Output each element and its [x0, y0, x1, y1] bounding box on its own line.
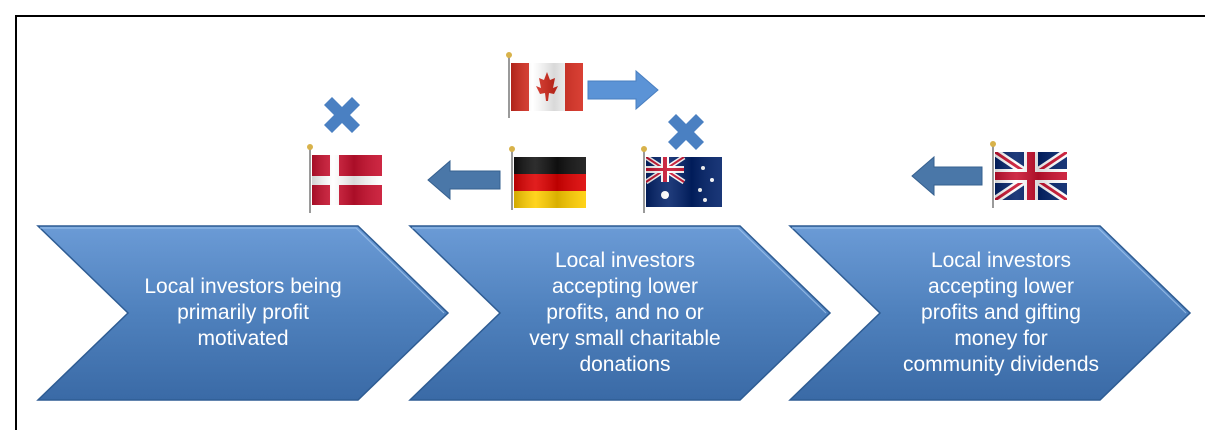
chevron-step-1 — [36, 225, 450, 401]
arrow-left-icon — [427, 159, 501, 201]
germany-flag-icon — [509, 146, 586, 210]
diagram-frame — [15, 15, 1205, 430]
uk-flag-icon — [990, 141, 1067, 208]
chevron-step-3 — [788, 225, 1192, 401]
chevron-step-2 — [408, 225, 832, 401]
australia-flag-icon — [641, 146, 722, 213]
canada-flag-icon — [506, 52, 583, 118]
x-mark-icon — [668, 114, 704, 150]
denmark-flag-icon — [307, 144, 382, 213]
arrow-left-icon — [911, 155, 983, 197]
chevron-step-1-label: Local investors being primarily profit m… — [144, 275, 342, 350]
chevron-step-3-label: Local investors accepting lower profits … — [902, 249, 1100, 376]
arrow-right-icon — [587, 69, 659, 111]
x-mark-icon — [324, 97, 360, 133]
chevron-step-2-label: Local investors accepting lower profits,… — [529, 249, 721, 376]
